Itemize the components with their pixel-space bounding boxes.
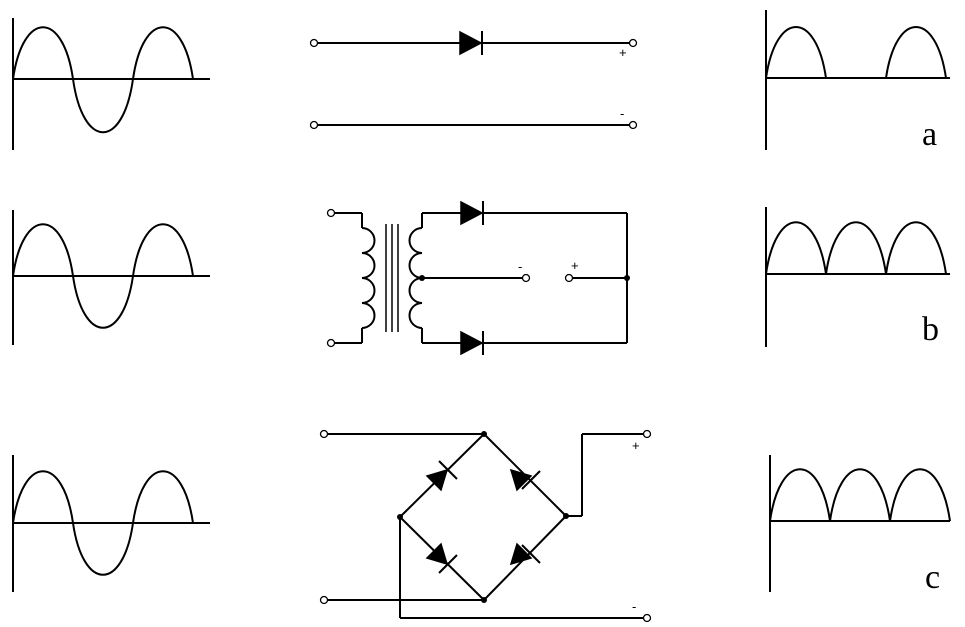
diode-icon [425, 468, 449, 492]
diode-icon [425, 542, 449, 566]
row-label: b [922, 311, 939, 348]
primary-coil-icon [361, 227, 376, 329]
input-waveform-b [12, 210, 210, 345]
minus-sign: - [518, 259, 522, 274]
output-terminal [521, 273, 531, 283]
input-terminal [319, 595, 329, 605]
row-label: a [922, 116, 937, 153]
diode-icon [509, 542, 533, 566]
output-waveform-c [769, 455, 951, 592]
output-waveform-b [765, 207, 950, 347]
center-tap-circuit: - + [326, 200, 630, 356]
row-label: c [925, 559, 940, 596]
input-terminal [309, 120, 319, 130]
bridge-circuit: + - [319, 429, 652, 623]
input-terminal [309, 38, 319, 48]
output-terminal [642, 429, 652, 439]
input-terminal [319, 429, 329, 439]
row-c: + - c [12, 429, 951, 623]
output-terminal [628, 120, 638, 130]
plus-sign: + [571, 258, 579, 273]
row-a: + - a [12, 10, 950, 153]
plus-sign: + [619, 45, 627, 60]
output-terminal [628, 38, 638, 48]
minus-sign: - [620, 106, 624, 121]
diode-icon [460, 330, 484, 356]
output-waveform-a [765, 10, 950, 150]
half-wave-circuit: + - [309, 30, 638, 130]
input-terminal [326, 208, 336, 218]
diode-icon [460, 200, 484, 226]
input-terminal [326, 338, 336, 348]
diode-icon [509, 468, 533, 492]
diode-icon [459, 30, 483, 56]
input-waveform-c [12, 455, 210, 592]
minus-sign: - [632, 599, 636, 614]
output-terminal [642, 613, 652, 623]
output-terminal [564, 273, 574, 283]
plus-sign: + [632, 438, 640, 453]
input-waveform-a [12, 18, 210, 150]
row-b: - + b [12, 200, 950, 356]
